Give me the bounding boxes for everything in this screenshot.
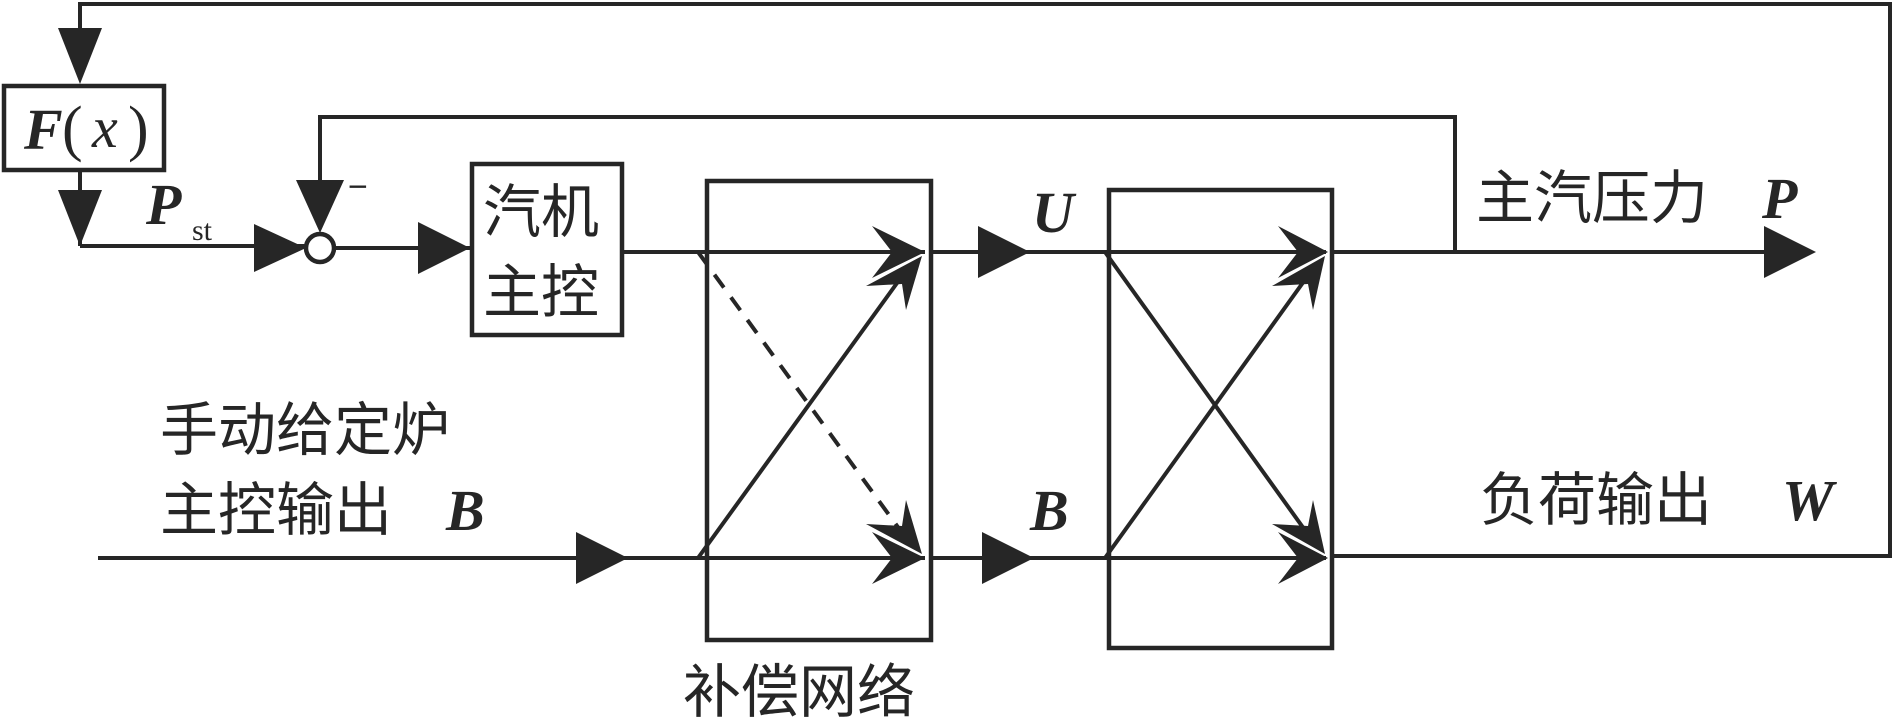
turbine-master-label-line1: 汽机 — [483, 178, 599, 246]
arrowhead-right-pressure-output — [1764, 226, 1816, 278]
load-output-symbol: W — [1782, 468, 1837, 533]
compensation-network-block[interactable]: 补偿网络 — [683, 178, 934, 725]
error-path — [334, 222, 470, 274]
turbine-master-block[interactable]: 汽机 主控 — [469, 161, 625, 338]
arrowhead-right-into-summing-junction — [254, 224, 306, 272]
boiler-input-path: 手动给定炉 主控输出 B — [98, 396, 707, 584]
comp-arrowhead-top-horizontal — [872, 226, 925, 278]
u-signal-path: U — [931, 180, 1109, 278]
function-argument: x — [91, 95, 118, 160]
outer-feedback-path — [58, 2, 1892, 558]
turbine-master-frame — [469, 161, 625, 338]
turbine-master-label-line2: 主控 — [483, 258, 599, 326]
function-block-frame — [1, 83, 167, 173]
pressure-output-label: 主汽压力 — [1476, 164, 1708, 232]
comp-arrowhead-bottom-horizontal — [872, 532, 925, 584]
summing-junction[interactable] — [303, 231, 337, 265]
plant-arrowhead-top-horizontal — [1278, 226, 1328, 278]
plant-path-top-to-bottom — [1103, 250, 1314, 542]
comp-arrowhead-bottom-diagonal — [866, 500, 922, 554]
setpoint-symbol: P — [145, 172, 182, 237]
plant-arrowhead-top-diagonal — [1272, 256, 1325, 310]
load-output-label: 负荷输出 — [1480, 466, 1712, 534]
pressure-output-path: 主汽压力 P — [1332, 164, 1816, 278]
load-output-labels: 负荷输出 W — [1480, 466, 1837, 534]
arrowhead-down-into-summing-junction — [296, 180, 344, 233]
boiler-input-label-line2: 主控输出 — [160, 476, 392, 544]
pressure-feedback-path: − — [296, 115, 1457, 252]
comp-arrowhead-top-diagonal — [866, 256, 922, 310]
plant-arrowhead-bottom-horizontal — [1278, 532, 1328, 584]
boiler-input-symbol: B — [445, 478, 485, 543]
plant-arrowhead-bottom-diagonal — [1272, 500, 1325, 554]
setpoint-subscript: st — [192, 214, 213, 247]
pressure-feedback-line — [318, 115, 1457, 252]
arrowhead-right-boiler-input — [576, 532, 628, 584]
arrowhead-down-setpoint — [58, 190, 102, 246]
outer-feedback-line — [78, 2, 1892, 558]
arrowhead-right-b-signal — [982, 532, 1034, 584]
u-signal-label: U — [1032, 180, 1077, 245]
pressure-output-symbol: P — [1761, 166, 1798, 231]
function-symbol: F — [23, 97, 63, 162]
arrowhead-down-into-function-block — [58, 28, 102, 84]
comp-path-bottom-to-top — [696, 270, 907, 560]
compensation-network-caption: 补偿网络 — [683, 658, 915, 725]
b-signal-path: B — [931, 478, 1109, 584]
arrowhead-right-u-signal — [978, 226, 1030, 278]
comp-path-top-to-bottom-dashed — [696, 250, 902, 532]
negative-sign: − — [348, 168, 368, 206]
function-block[interactable]: F ( x ) — [1, 83, 167, 173]
plant-block[interactable] — [1103, 187, 1335, 651]
close-paren: ) — [128, 95, 149, 163]
open-paren: ( — [62, 95, 83, 163]
boiler-input-label-line1: 手动给定炉 — [160, 396, 450, 464]
arrowhead-right-into-turbine-master — [418, 222, 470, 274]
b-signal-label: B — [1029, 478, 1069, 543]
plant-path-bottom-to-top — [1103, 268, 1314, 560]
setpoint-path: P st — [58, 170, 306, 272]
